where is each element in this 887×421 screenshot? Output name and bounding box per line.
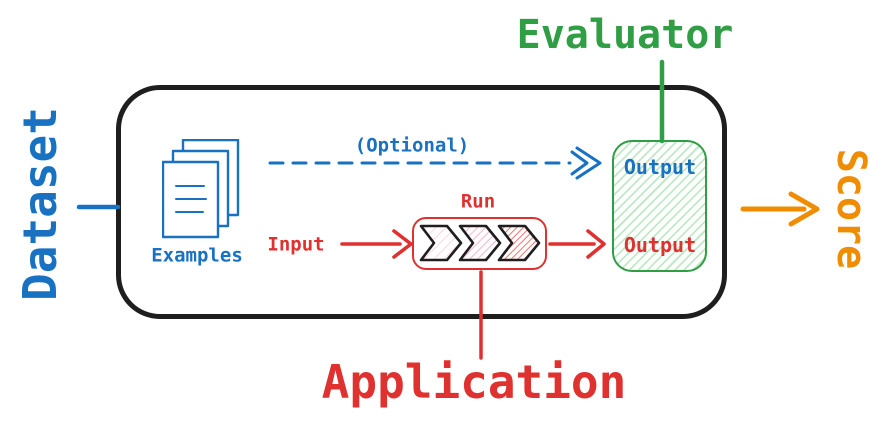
chevron-step-1 <box>419 224 463 262</box>
score-label: Score <box>828 148 874 270</box>
run-pipeline-box <box>412 217 547 270</box>
evaluator-label: Evaluator <box>516 12 734 58</box>
evaluator-output-box <box>612 140 707 272</box>
chevron-pipeline-icon <box>419 224 541 262</box>
run-label: Run <box>460 190 496 213</box>
examples-label: Examples <box>151 244 243 267</box>
solid-arrow-icon <box>740 191 820 227</box>
documents-icon <box>162 139 240 239</box>
experiment-container-box <box>116 85 727 319</box>
application-label: Application <box>321 355 627 409</box>
input-label: Input <box>267 233 325 256</box>
chevron-step-3 <box>497 224 541 262</box>
evaluator-output-label: Output <box>623 155 697 179</box>
application-output-label: Output <box>623 233 697 257</box>
chevron-step-2 <box>458 224 502 262</box>
dataset-label: Dataset <box>13 107 67 301</box>
optional-label: (Optional) <box>354 134 470 157</box>
